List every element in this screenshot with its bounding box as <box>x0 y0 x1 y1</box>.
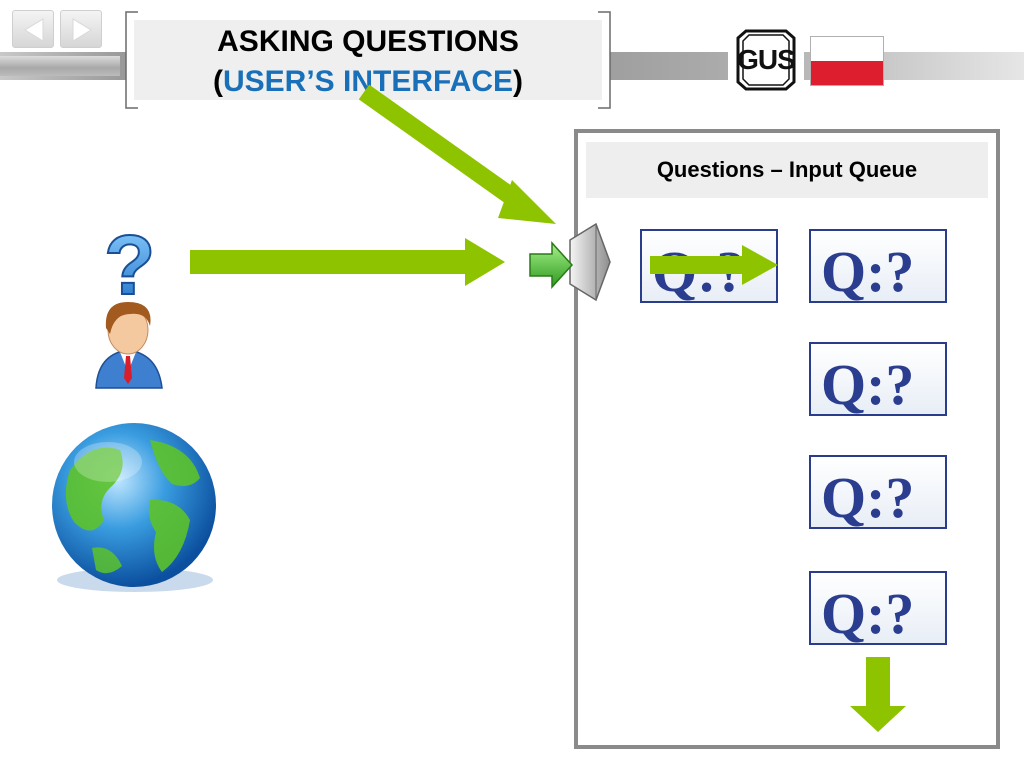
triangle-right-icon <box>72 18 92 42</box>
gus-logo: GUS <box>728 28 804 92</box>
gus-logo-mark <box>736 29 796 91</box>
arrow-title-to-queue <box>358 84 556 224</box>
title-line-1: ASKING QUESTIONS <box>217 25 519 58</box>
header-band-cap <box>0 56 120 76</box>
triangle-left-icon <box>24 18 44 42</box>
title-brackets <box>125 11 611 109</box>
polish-flag <box>810 36 884 86</box>
svg-text:?: ? <box>104 218 155 312</box>
flag-red-stripe <box>811 61 883 85</box>
nav-next-button[interactable] <box>60 10 102 48</box>
queue-card-label: Q:? <box>821 239 914 303</box>
user-icon <box>95 302 163 389</box>
queue-card-graphic: Q:? <box>821 465 914 529</box>
queue-card-label: Q:? <box>821 581 914 645</box>
queue-card: Q:? <box>809 571 947 645</box>
entry-door-icon <box>529 222 611 302</box>
queue-card: Q:? <box>809 229 947 303</box>
queue-title: Questions – Input Queue <box>656 157 918 182</box>
nav-prev-button[interactable] <box>12 10 54 48</box>
title-open-paren: ( <box>212 65 223 98</box>
queue-card: Q:? <box>809 342 947 416</box>
queue-card-graphic: Q:? <box>821 352 914 416</box>
queue-card: Q:? <box>809 455 947 529</box>
globe-icon <box>52 423 216 592</box>
queue-header <box>586 142 988 198</box>
title-close-paren: ) <box>513 65 524 98</box>
queue-card-label: Q:? <box>821 465 914 529</box>
queue-card: Q:? <box>640 229 778 303</box>
queue-card-label: Q:? <box>821 352 914 416</box>
arrow-into-queue <box>650 245 778 285</box>
queue-card-graphic: Q:? <box>821 581 914 645</box>
gus-logo-text: GUS <box>737 44 796 75</box>
green-arrow-icon <box>190 84 906 732</box>
queue-card-graphic: Q:? <box>821 239 914 303</box>
question-mark-icon: ? <box>103 217 156 313</box>
flag-white-stripe <box>811 37 883 61</box>
arrow-queue-output <box>850 657 906 732</box>
arrow-user-to-queue <box>190 238 505 286</box>
